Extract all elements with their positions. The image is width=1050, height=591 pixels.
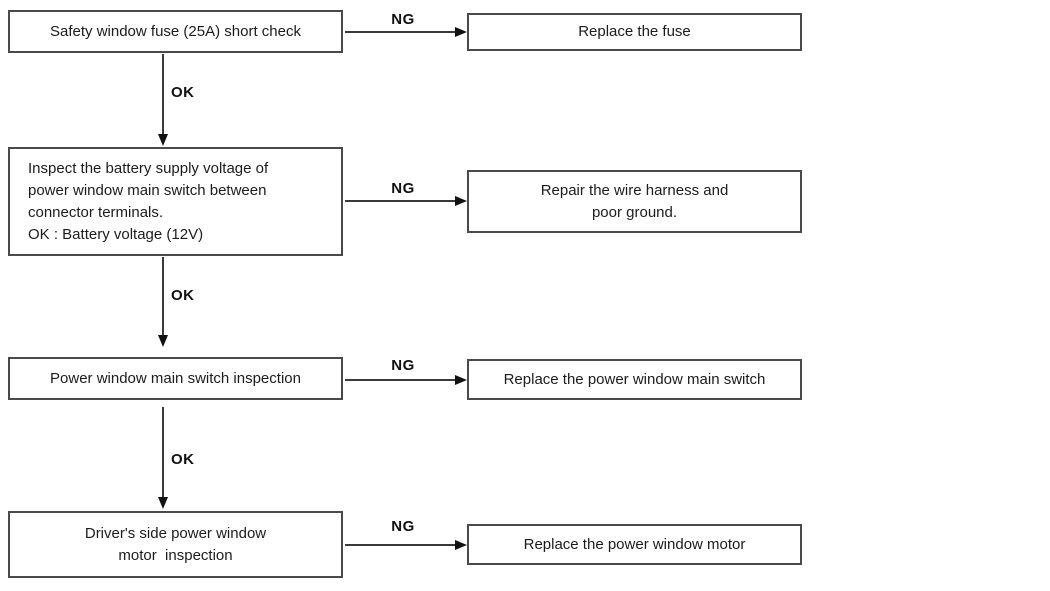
action-box-repair-harness: Repair the wire harness and poor ground. bbox=[467, 170, 802, 233]
action-box-replace-main-switch: Replace the power window main switch bbox=[467, 359, 802, 400]
ng-label-4: NG bbox=[391, 518, 415, 535]
check-box-fuse-short-check: Safety window fuse (25A) short check bbox=[8, 10, 343, 53]
check-box-battery-voltage: Inspect the battery supply voltage of po… bbox=[8, 147, 343, 256]
ok-label-2: OK bbox=[171, 287, 195, 304]
ng-label-2: NG bbox=[391, 180, 415, 197]
ok-label-1: OK bbox=[171, 84, 195, 101]
ok-label-3: OK bbox=[171, 451, 195, 468]
action-box-replace-fuse: Replace the fuse bbox=[467, 13, 802, 51]
ng-label-3: NG bbox=[391, 357, 415, 374]
check-box-motor-inspection: Driver's side power window motor inspect… bbox=[8, 511, 343, 578]
action-box-replace-motor: Replace the power window motor bbox=[467, 524, 802, 565]
check-box-main-switch-inspection: Power window main switch inspection bbox=[8, 357, 343, 400]
ng-label-1: NG bbox=[391, 11, 415, 28]
